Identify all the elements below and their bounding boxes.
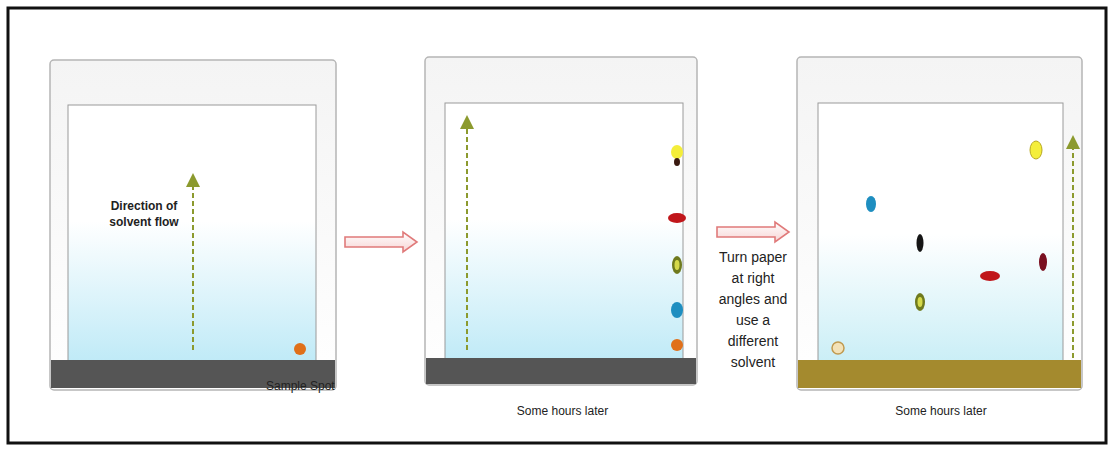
solvent-tray (798, 360, 1081, 388)
chromatography-panel: Direction of solvent flowSample Spot (50, 60, 340, 415)
flow-label: Direction of solvent flow (102, 198, 186, 230)
black-spot (917, 234, 924, 252)
block-arrow (717, 222, 789, 242)
olive-spot (672, 256, 682, 274)
yellow-spot (1030, 141, 1042, 159)
olive-spot-core (918, 297, 923, 307)
tank (50, 60, 336, 390)
flow-arrow (1072, 142, 1074, 358)
sample-spot (294, 343, 306, 355)
orange-spot (671, 339, 683, 351)
solvent-tray (426, 358, 696, 384)
red-spot (980, 271, 1000, 281)
paper (818, 103, 1063, 365)
tank (797, 57, 1082, 390)
yellow-spot (671, 145, 683, 159)
blue-spot (671, 302, 683, 318)
red-spot (668, 213, 686, 223)
olive-spot-core (675, 260, 680, 270)
block-arrow (345, 232, 417, 252)
outer-frame (8, 8, 1106, 443)
step-instruction: Turn paper at right angles and use a dif… (713, 247, 793, 373)
flow-arrow (192, 180, 194, 350)
olive-spot (915, 293, 925, 311)
chromatography-panel: Some hours later (797, 57, 1085, 427)
dark-spot (674, 158, 680, 166)
tank (425, 57, 697, 385)
paper (445, 103, 683, 362)
stage-caption: Some hours later (797, 403, 1085, 419)
blue-spot (866, 196, 876, 212)
chromatography-panel: Some hours later (425, 57, 700, 427)
stage-caption: Some hours later (425, 403, 700, 419)
origin-spot (832, 342, 844, 354)
spot-label: Sample Spot (266, 378, 338, 394)
flow-arrow (466, 122, 468, 350)
dark-red-spot (1039, 253, 1047, 271)
paper (68, 105, 316, 363)
